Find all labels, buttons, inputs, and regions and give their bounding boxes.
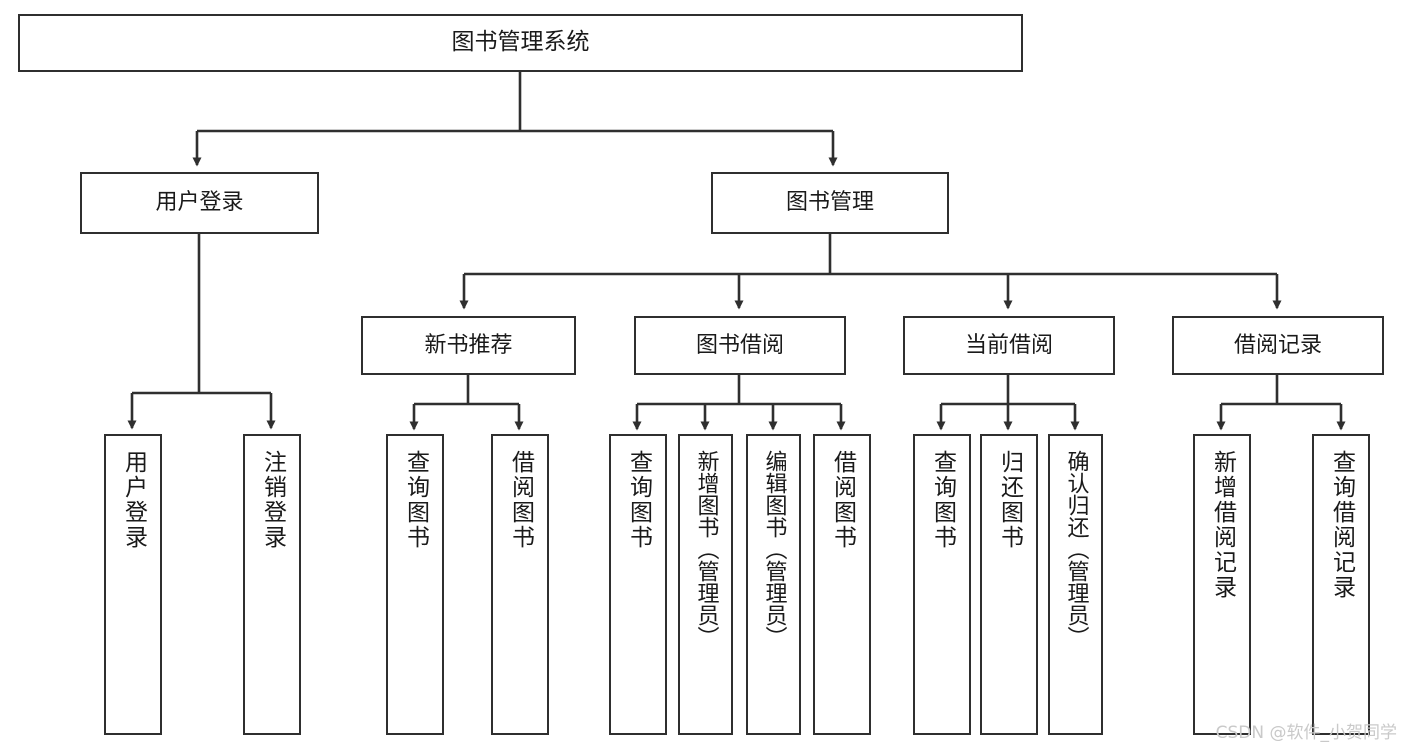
node-leaf-return-book[interactable]: 归还图书 <box>980 434 1038 735</box>
node-label: 查询图书 <box>929 450 956 550</box>
node-label: 图书管理 <box>785 190 874 216</box>
node-leaf-query-book-recommend[interactable]: 查询图书 <box>386 434 444 735</box>
node-leaf-logout[interactable]: 注销登录 <box>243 434 301 735</box>
node-label: 编辑图书（管理员） <box>761 450 787 648</box>
node-label: 图书管理系统 <box>451 29 590 56</box>
node-label: 确认归还（管理员） <box>1063 450 1089 648</box>
node-leaf-add-book-admin[interactable]: 新增图书（管理员） <box>678 434 733 735</box>
node-label: 注销登录 <box>259 450 286 550</box>
node-leaf-query-book-current[interactable]: 查询图书 <box>913 434 971 735</box>
node-leaf-borrow-book-recommend[interactable]: 借阅图书 <box>491 434 549 735</box>
node-leaf-edit-book-admin[interactable]: 编辑图书（管理员） <box>746 434 801 735</box>
node-label: 查询借阅记录 <box>1328 450 1355 600</box>
node-leaf-query-book-borrow[interactable]: 查询图书 <box>609 434 667 735</box>
node-label: 借阅图书 <box>829 450 856 550</box>
node-label: 当前借阅 <box>964 332 1053 358</box>
node-root-system[interactable]: 图书管理系统 <box>18 14 1023 72</box>
node-label: 图书借阅 <box>695 332 784 358</box>
node-label: 用户登录 <box>155 190 244 216</box>
node-leaf-confirm-return-admin[interactable]: 确认归还（管理员） <box>1048 434 1103 735</box>
csdn-watermark: CSDN @软件_小贺同学 <box>1215 723 1397 743</box>
node-new-book-recommend[interactable]: 新书推荐 <box>361 316 576 375</box>
node-borrow-record[interactable]: 借阅记录 <box>1172 316 1384 375</box>
node-label: 新书推荐 <box>424 332 513 358</box>
node-label: 用户登录 <box>120 450 147 550</box>
node-leaf-borrow-book[interactable]: 借阅图书 <box>813 434 871 735</box>
node-leaf-query-borrow-record[interactable]: 查询借阅记录 <box>1312 434 1370 735</box>
node-label: 归还图书 <box>996 450 1023 550</box>
node-label: 借阅记录 <box>1233 332 1322 358</box>
node-label: 查询图书 <box>402 450 429 550</box>
node-label: 新增图书（管理员） <box>693 450 719 648</box>
node-label: 新增借阅记录 <box>1209 450 1236 600</box>
node-book-manage[interactable]: 图书管理 <box>711 172 949 234</box>
node-book-borrow[interactable]: 图书借阅 <box>634 316 846 375</box>
node-label: 查询图书 <box>625 450 652 550</box>
node-label: 借阅图书 <box>507 450 534 550</box>
node-current-borrow[interactable]: 当前借阅 <box>903 316 1115 375</box>
node-user-login[interactable]: 用户登录 <box>80 172 319 234</box>
node-leaf-add-borrow-record[interactable]: 新增借阅记录 <box>1193 434 1251 735</box>
node-leaf-user-login[interactable]: 用户登录 <box>104 434 162 735</box>
